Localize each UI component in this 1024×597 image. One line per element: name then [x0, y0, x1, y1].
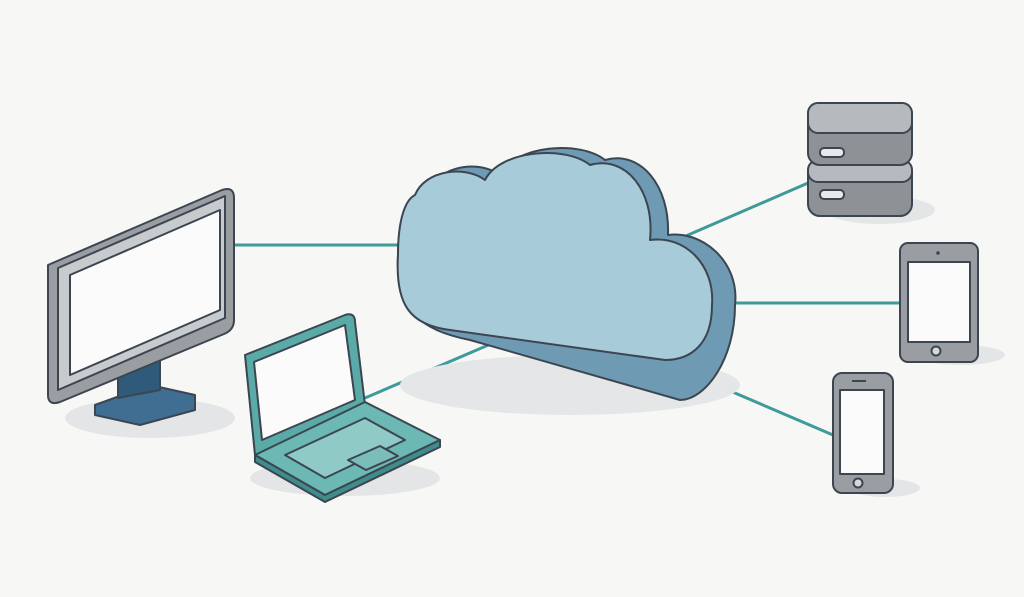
server-slot: [819, 147, 845, 158]
smartphone-icon: [832, 372, 920, 497]
laptop-screen: [253, 324, 356, 441]
server-icon: [807, 102, 935, 224]
laptop-icon: [244, 313, 441, 503]
server-slot: [819, 189, 845, 200]
monitor-screen: [69, 209, 221, 376]
tablet-screen: [907, 261, 971, 343]
phone-home-button[interactable]: [852, 477, 864, 489]
connector-server: [671, 181, 809, 244]
laptop-keyboard: [284, 417, 406, 479]
cloud-icon: [396, 147, 740, 415]
tablet-icon: [899, 242, 1005, 365]
phone-screen: [839, 389, 885, 475]
tablet-home-button[interactable]: [930, 345, 942, 357]
laptop-trackpad: [347, 445, 399, 471]
desktop-monitor-icon: [47, 188, 235, 438]
